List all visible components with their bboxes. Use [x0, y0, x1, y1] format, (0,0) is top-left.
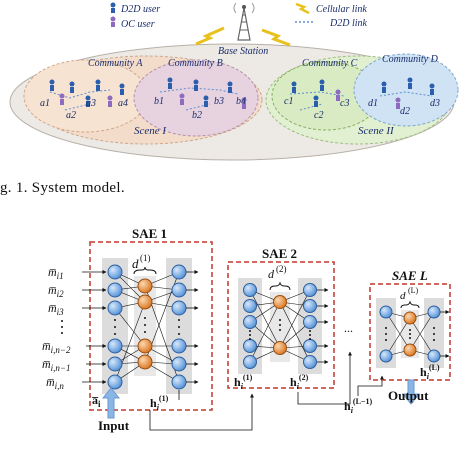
sae-l-d: d	[400, 290, 406, 302]
sae-l-hidden-nodes	[403, 311, 417, 357]
sae-l-title: SAE L	[392, 268, 428, 283]
sae-l-d-label: d (L)	[400, 286, 419, 302]
node-c2: c2	[314, 110, 323, 121]
sae1-to-sae2-connector	[149, 393, 254, 431]
sae-1-d-label: d (1)	[132, 253, 151, 271]
h1-label-sae2: hi(1)	[234, 373, 253, 391]
node-b1: b1	[154, 96, 164, 107]
node-b3: b3	[214, 96, 224, 107]
sae-1-hidden-nodes	[137, 278, 153, 370]
sae-2-vertical-dots	[249, 319, 311, 340]
sae-2-output-arrows	[317, 288, 329, 364]
output-arrow-icon	[401, 379, 421, 405]
community-c-label: Community C	[302, 58, 358, 69]
sae-l-vertical-dots	[385, 327, 435, 341]
legend-cellular-link: Cellular link	[316, 4, 367, 15]
community-b-label: Community B	[168, 58, 223, 69]
cellular-link-right	[261, 28, 291, 47]
base-station-label: Base Station	[218, 46, 268, 57]
input-label-2: m̅i2	[48, 283, 64, 299]
output-label: Output	[388, 388, 429, 403]
oc-user-legend-icon	[110, 16, 116, 27]
sae-2-hidden-nodes	[273, 295, 287, 355]
sae-1-output-arrows	[186, 270, 199, 384]
legend-d2d-link: D2D link	[329, 18, 368, 29]
node-d2: d2	[400, 106, 410, 117]
a-i-label: a̅i	[91, 393, 101, 409]
node-a1: a1	[40, 98, 50, 109]
h-l-minus-1-label: hi(L−1)	[344, 397, 372, 415]
sae-2-input-nodes	[243, 283, 257, 369]
sae-1-d: d	[132, 256, 139, 271]
ellipsis: ...	[344, 321, 353, 335]
h1-label-sae1: hi(1)	[150, 394, 169, 412]
sae-2-brace	[269, 281, 291, 291]
sae-2-box	[227, 261, 335, 389]
input-labels: m̅i1 m̅i2 m̅i3 m̅i,n−2 m̅i,n−1 m̅i,n	[42, 265, 71, 391]
legend: D2D user OC user Cellular link D2D link	[110, 2, 368, 30]
cellular-link-legend-icon	[295, 2, 310, 15]
h-l-label: hi(L)	[420, 363, 440, 381]
h2-label-sae2: hi(2)	[290, 373, 309, 391]
node-a3: a3	[86, 98, 96, 109]
node-b4: b4	[236, 96, 246, 107]
sae-1-input-nodes	[107, 264, 123, 390]
cellular-link-left	[195, 26, 225, 46]
sae-1-vertical-dots	[114, 317, 180, 335]
scene-ii-label: Scene II	[358, 125, 395, 137]
d2d-user-legend-icon	[110, 2, 116, 13]
sae-1-brace	[133, 266, 157, 275]
community-d-area	[353, 53, 459, 127]
sae-stack-diagram: SAE 1 d (1)	[42, 226, 451, 433]
scene-i-label: Scene I	[134, 125, 167, 137]
node-d3: d3	[430, 98, 440, 109]
node-c3: c3	[340, 98, 349, 109]
legend-oc-user: OC user	[121, 19, 155, 30]
input-dots	[61, 320, 63, 334]
sae-1-title: SAE 1	[132, 226, 167, 241]
user-icons	[49, 77, 435, 109]
community-d-label: Community D	[382, 54, 439, 65]
input-label-1: m̅i1	[48, 265, 64, 281]
community-b-area	[133, 59, 259, 137]
sae-1-d-sup: (1)	[140, 253, 151, 263]
d2d-user-icon	[49, 77, 435, 107]
sae-2-title: SAE 2	[262, 246, 297, 261]
base-station-icon	[233, 2, 255, 41]
system-scene: D2D user OC user Cellular link D2D link …	[9, 2, 459, 161]
figure-caption: g. 1. System model.	[0, 180, 125, 196]
input-label: Input	[98, 418, 130, 433]
oc-user-icon	[59, 89, 401, 109]
sae-l-output-nodes	[427, 305, 441, 363]
community-a-area	[23, 59, 149, 133]
input-arrows	[82, 270, 107, 384]
node-c1: c1	[284, 96, 293, 107]
input-label-4: m̅i,n−2	[42, 339, 71, 355]
node-a4: a4	[118, 98, 128, 109]
input-label-5: m̅i,n−1	[42, 357, 71, 373]
node-d1: d1	[368, 98, 378, 109]
sae-2-d: d	[268, 267, 275, 281]
node-b2: b2	[192, 110, 202, 121]
community-a-label: Community A	[88, 58, 143, 69]
input-arrow-icon	[101, 387, 121, 419]
sae-1-box	[89, 241, 213, 411]
sae-2-d-sup: (2)	[276, 264, 287, 274]
input-label-6: m̅i,n	[46, 375, 64, 391]
sae2-to-saeL-connector	[297, 351, 352, 405]
node-a2: a2	[66, 110, 76, 121]
sae-l-d-sup: (L)	[408, 286, 419, 295]
legend-d2d-user: D2D user	[120, 4, 160, 15]
h-l-minus-1-connector	[357, 375, 384, 396]
sae-2-output-nodes	[303, 283, 317, 369]
sae-l-brace	[400, 300, 420, 309]
sae-2-d-label: d (2)	[268, 264, 287, 281]
input-label-3: m̅i3	[48, 301, 64, 317]
sae-l-output-arrows	[440, 310, 450, 358]
sae-l-input-nodes	[379, 305, 393, 363]
